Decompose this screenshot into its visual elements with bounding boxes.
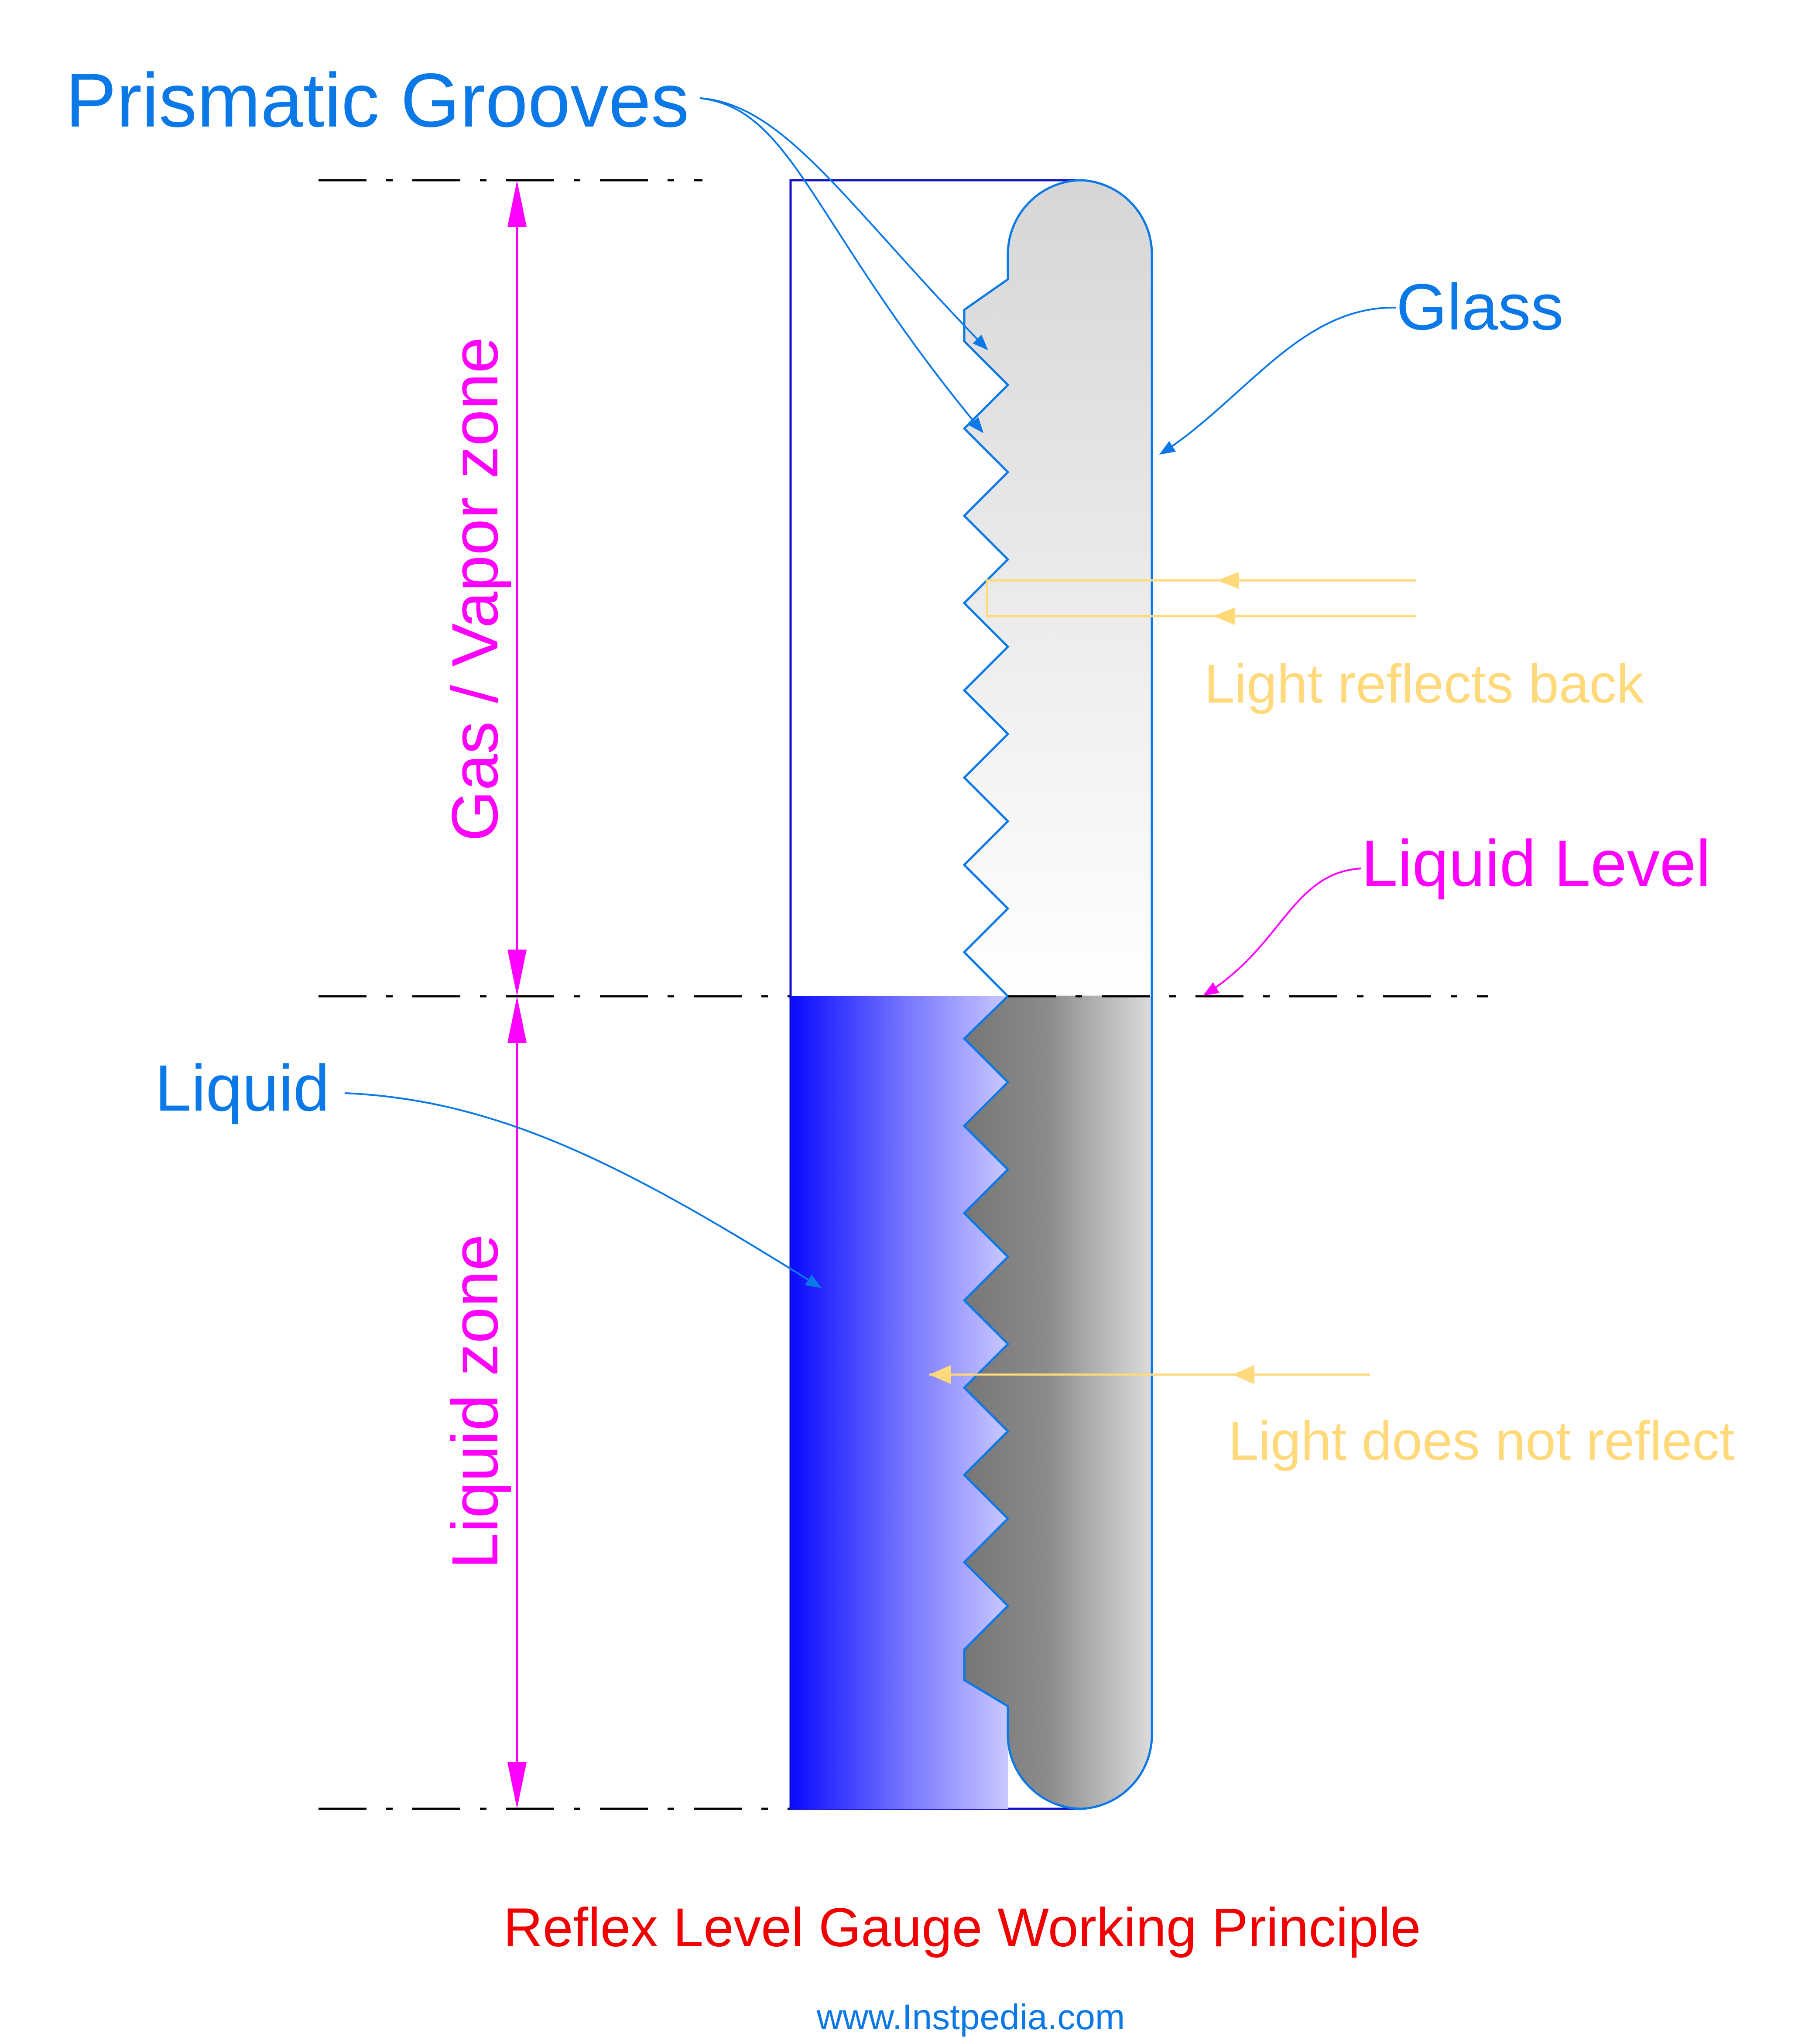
- prismatic-grooves-label: Prismatic Grooves: [65, 58, 689, 143]
- light-reflect-rays: [986, 572, 1416, 625]
- light-does-not-reflect-label: Light does not reflect: [1228, 1411, 1734, 1471]
- liquid-zone-dimension: [507, 996, 527, 1809]
- liquid-level-label: Liquid Level: [1361, 827, 1711, 900]
- gas-zone-dimension: [507, 180, 527, 996]
- liquid-leader: [344, 1092, 822, 1288]
- liquid-zone-label: Liquid zone: [438, 1234, 511, 1569]
- gas-vapor-zone-label: Gas / Vapor zone: [438, 337, 511, 841]
- light-reflects-back-label: Light reflects back: [1204, 654, 1644, 714]
- liquid-level-leader: [1202, 868, 1362, 996]
- website-credit: www.Instpedia.com: [816, 1997, 1125, 2037]
- light-no-reflect-ray: [929, 1365, 1370, 1384]
- prismatic-grooves-leaders: [700, 97, 988, 433]
- glass-lower: [963, 995, 1153, 1810]
- liquid-label: Liquid: [155, 1051, 329, 1125]
- glass-leader: [1159, 306, 1397, 455]
- glass-upper: [963, 179, 1153, 997]
- diagram-title: Reflex Level Gauge Working Principle: [504, 1897, 1421, 1958]
- glass-label: Glass: [1396, 270, 1563, 343]
- liquid-fill: [791, 996, 1008, 1809]
